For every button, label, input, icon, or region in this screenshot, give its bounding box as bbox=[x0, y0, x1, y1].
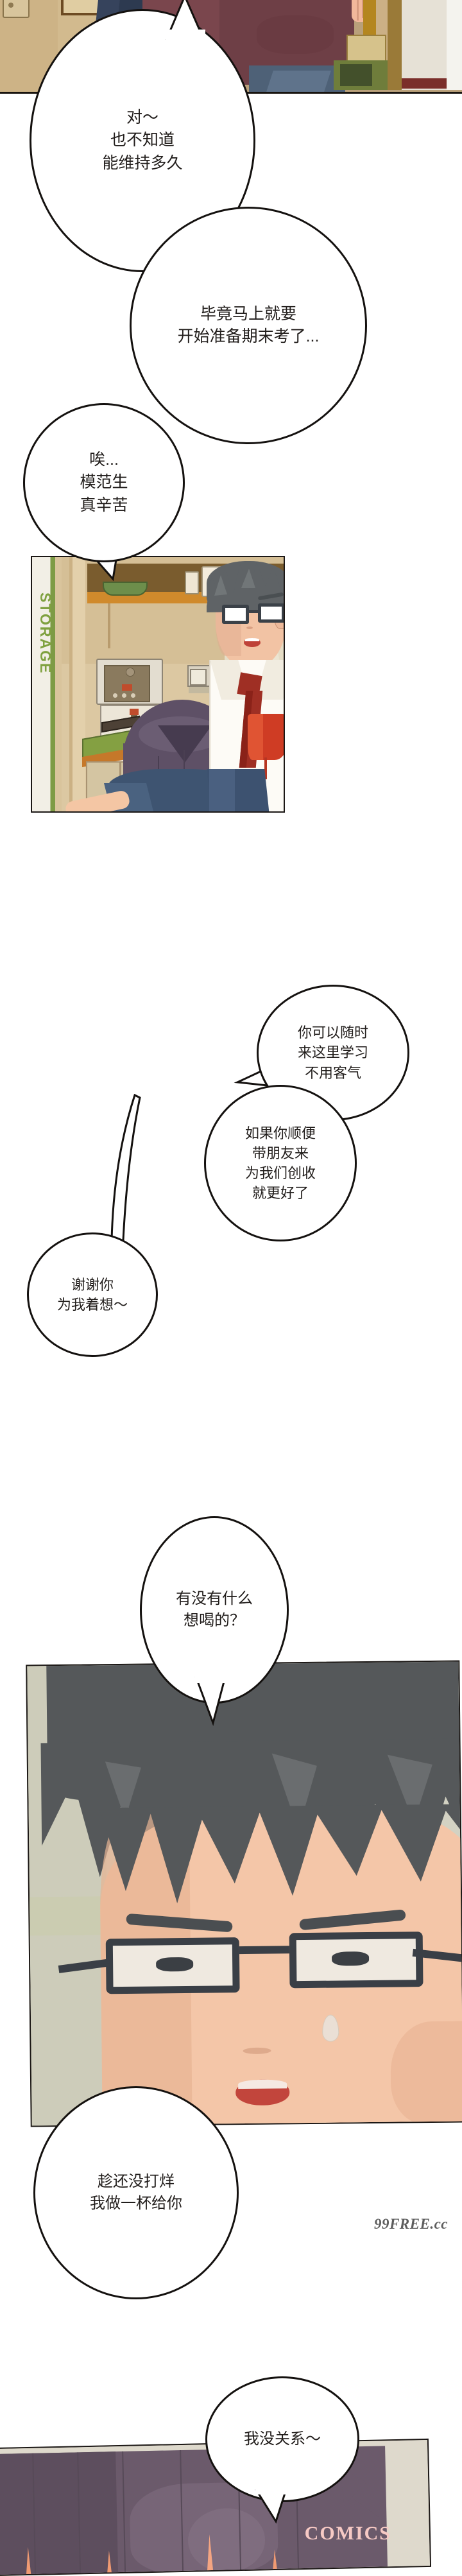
speech-bubble-9-tail bbox=[255, 2488, 289, 2524]
speech-bubble-7: 有没有什么 想喝的？ bbox=[140, 1516, 289, 1704]
speech-bubble-2-text: 毕竟马上就要 开始准备期末考了... bbox=[177, 304, 320, 346]
panel-closeup-face bbox=[26, 1660, 462, 2127]
panel-cafe-counter: STORAGE bbox=[31, 556, 285, 813]
speech-bubble-5-text: 如果你顺便 带朋友来 为我们创收 就更好了 bbox=[244, 1125, 316, 1202]
face-eye-right bbox=[331, 1951, 370, 1966]
watermark-99free-text: 99FREE.cc bbox=[373, 2216, 448, 2232]
speech-bubble-9: 我没关系～ bbox=[205, 2376, 359, 2502]
speech-bubble-7-tail bbox=[194, 1675, 226, 1726]
wall-outlet bbox=[3, 0, 30, 18]
speech-bubble-1-tail bbox=[165, 0, 205, 40]
speech-bubble-4: 你可以随时 来这里学习 不用客气 bbox=[257, 985, 409, 1121]
speech-bubble-4-text: 你可以随时 来这里学习 不用客气 bbox=[297, 1024, 368, 1081]
cup-shelf-1 bbox=[185, 571, 199, 594]
speech-bubble-9-text: 我没关系～ bbox=[244, 2430, 321, 2448]
speech-bubble-5: 如果你顺便 带朋友来 为我们创收 就更好了 bbox=[204, 1085, 357, 1241]
storage-sign-panel bbox=[32, 557, 62, 811]
boy-glasses-bridge bbox=[249, 610, 259, 613]
speech-bubble-2: 毕竟马上就要 开始准备期末考了... bbox=[130, 207, 367, 444]
face-forehead-strands bbox=[99, 1803, 462, 1904]
speech-bubble-6: 谢谢你 为我着想～ bbox=[27, 1232, 158, 1357]
watermark-comics: COMICS bbox=[305, 2523, 391, 2545]
speech-bubble-8: 趁还没打烊 我做一杯给你 bbox=[33, 2086, 239, 2299]
speech-bubble-3: 唉... 模范生 真辛苦 bbox=[23, 403, 185, 562]
speech-bubble-8-text: 趁还没打烊 我做一杯给你 bbox=[90, 2172, 182, 2212]
speech-bubble-1-text: 对～ 也不知道 能维持多久 bbox=[102, 108, 183, 172]
speech-bubble-6-text: 谢谢你 为我着想～ bbox=[56, 1276, 128, 1313]
boy-glasses-left-lens bbox=[222, 605, 249, 624]
face-eye-left bbox=[156, 1957, 194, 1972]
watermark-comics-text: COMICS bbox=[304, 2523, 391, 2544]
boy-hair-spikes bbox=[207, 562, 284, 612]
speech-bubble-6-tail bbox=[110, 1094, 141, 1241]
watermark-99free: 99FREE.cc bbox=[374, 2216, 448, 2233]
speech-bubble-7-text: 有没有什么 想喝的？ bbox=[176, 1589, 253, 1629]
boy-glasses-right-lens bbox=[258, 603, 284, 623]
face-glasses-bridge bbox=[239, 1946, 289, 1955]
storage-sign-text: STORAGE bbox=[37, 592, 54, 675]
speech-bubble-3-text: 唉... 模范生 真辛苦 bbox=[80, 450, 128, 514]
